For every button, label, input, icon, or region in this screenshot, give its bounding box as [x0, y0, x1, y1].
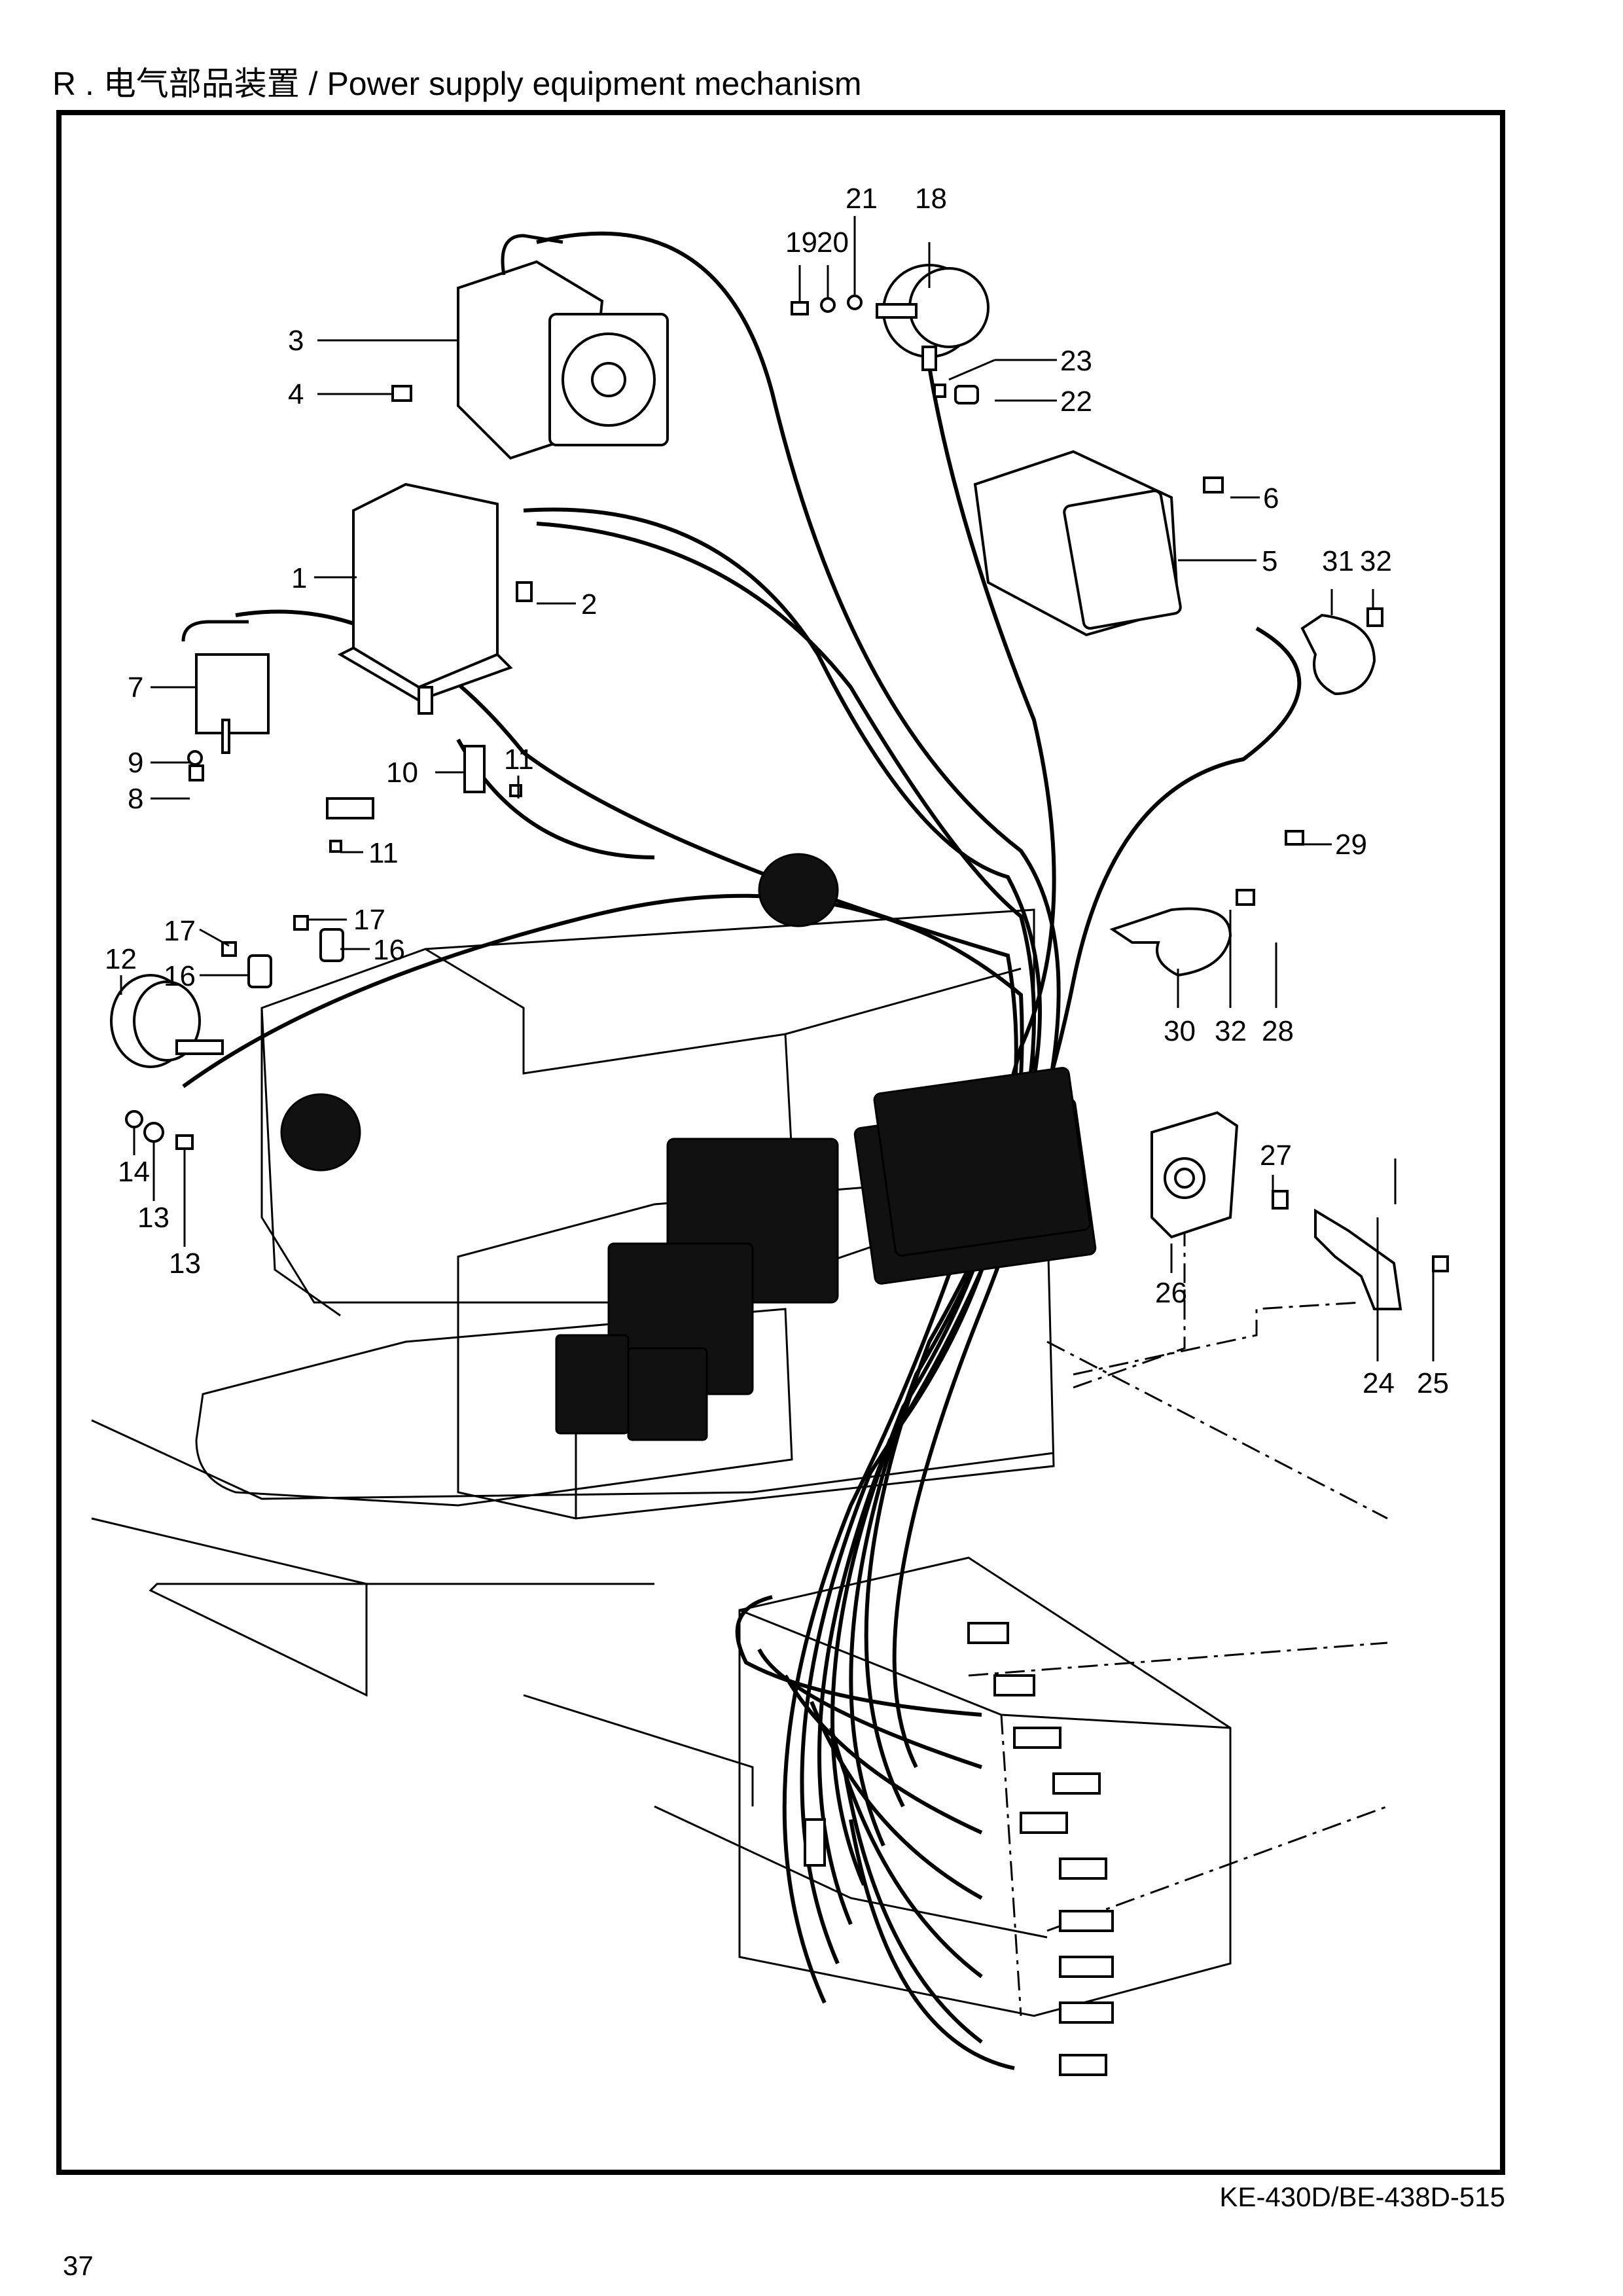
motor-3: [457, 234, 669, 460]
internal-components: [280, 853, 1097, 1441]
sensor-10: [326, 745, 486, 819]
callout-4: 4: [288, 378, 304, 410]
callout-27: 27: [1260, 1139, 1292, 1172]
callout-10: 10: [386, 757, 418, 789]
callout-17b: 17: [353, 904, 385, 936]
callout-13: 13: [169, 1247, 201, 1280]
clamp-31: [1300, 613, 1376, 696]
callout-16b: 16: [373, 934, 405, 966]
callout-14: 13: [137, 1202, 169, 1234]
motor-1: [337, 482, 513, 715]
page-number: 37: [63, 2250, 94, 2281]
callout-18: 18: [915, 183, 947, 215]
callout-28: 28: [1262, 1015, 1294, 1047]
callout-5: 5: [1262, 545, 1277, 577]
diagram-frame: [56, 110, 1505, 2175]
page-title: R . 电气部品装置 / Power supply equipment mech…: [52, 65, 862, 102]
leader-lines: [120, 216, 1435, 1361]
callout-12: 12: [105, 943, 137, 975]
callout-25: 25: [1417, 1367, 1449, 1399]
callout-7: 7: [128, 672, 143, 704]
callout-22: 22: [1060, 386, 1092, 418]
callout-30: 30: [1164, 1015, 1196, 1047]
callout-labels: 3 4 1 2 6 5 31 32 7 9 8 10 11 11 17 16 1…: [105, 183, 1449, 1399]
callout-19: 19: [785, 226, 817, 259]
machine-body: [91, 908, 1388, 2017]
callout-15: 14: [118, 1156, 150, 1188]
callout-32b: 32: [1215, 1015, 1247, 1047]
bracket-26: [1150, 1111, 1239, 1239]
motor-12: [110, 974, 224, 1068]
callout-16a: 16: [164, 960, 196, 992]
callout-11b: 11: [368, 837, 399, 869]
callout-3: 3: [288, 325, 304, 357]
callout-23: 23: [1060, 345, 1092, 377]
callout-26: 26: [1155, 1277, 1187, 1309]
callout-9: 9: [128, 747, 143, 779]
callout-6: 6: [1263, 482, 1279, 514]
motor-5: [973, 450, 1182, 637]
connectors: [804, 1622, 1114, 2076]
callout-17a: 17: [164, 915, 196, 947]
callout-24: 24: [1363, 1367, 1395, 1399]
callout-11a: 11: [504, 744, 534, 776]
model-number: KE-430D/BE-438D-515: [1219, 2181, 1505, 2212]
callout-21: 21: [846, 183, 878, 215]
bracket-24: [1314, 1208, 1402, 1310]
callout-20: 20: [817, 226, 849, 259]
callout-31: 31: [1322, 545, 1354, 577]
callout-2: 2: [581, 588, 597, 620]
callout-1: 1: [291, 562, 307, 594]
callout-8: 8: [128, 783, 143, 815]
stepper-7: [181, 620, 270, 754]
callout-32a: 32: [1360, 545, 1392, 577]
solenoid-18: [876, 264, 990, 371]
clamp-30: [1109, 907, 1232, 977]
callout-29: 29: [1335, 829, 1367, 861]
wire-harness: [182, 231, 1302, 2070]
